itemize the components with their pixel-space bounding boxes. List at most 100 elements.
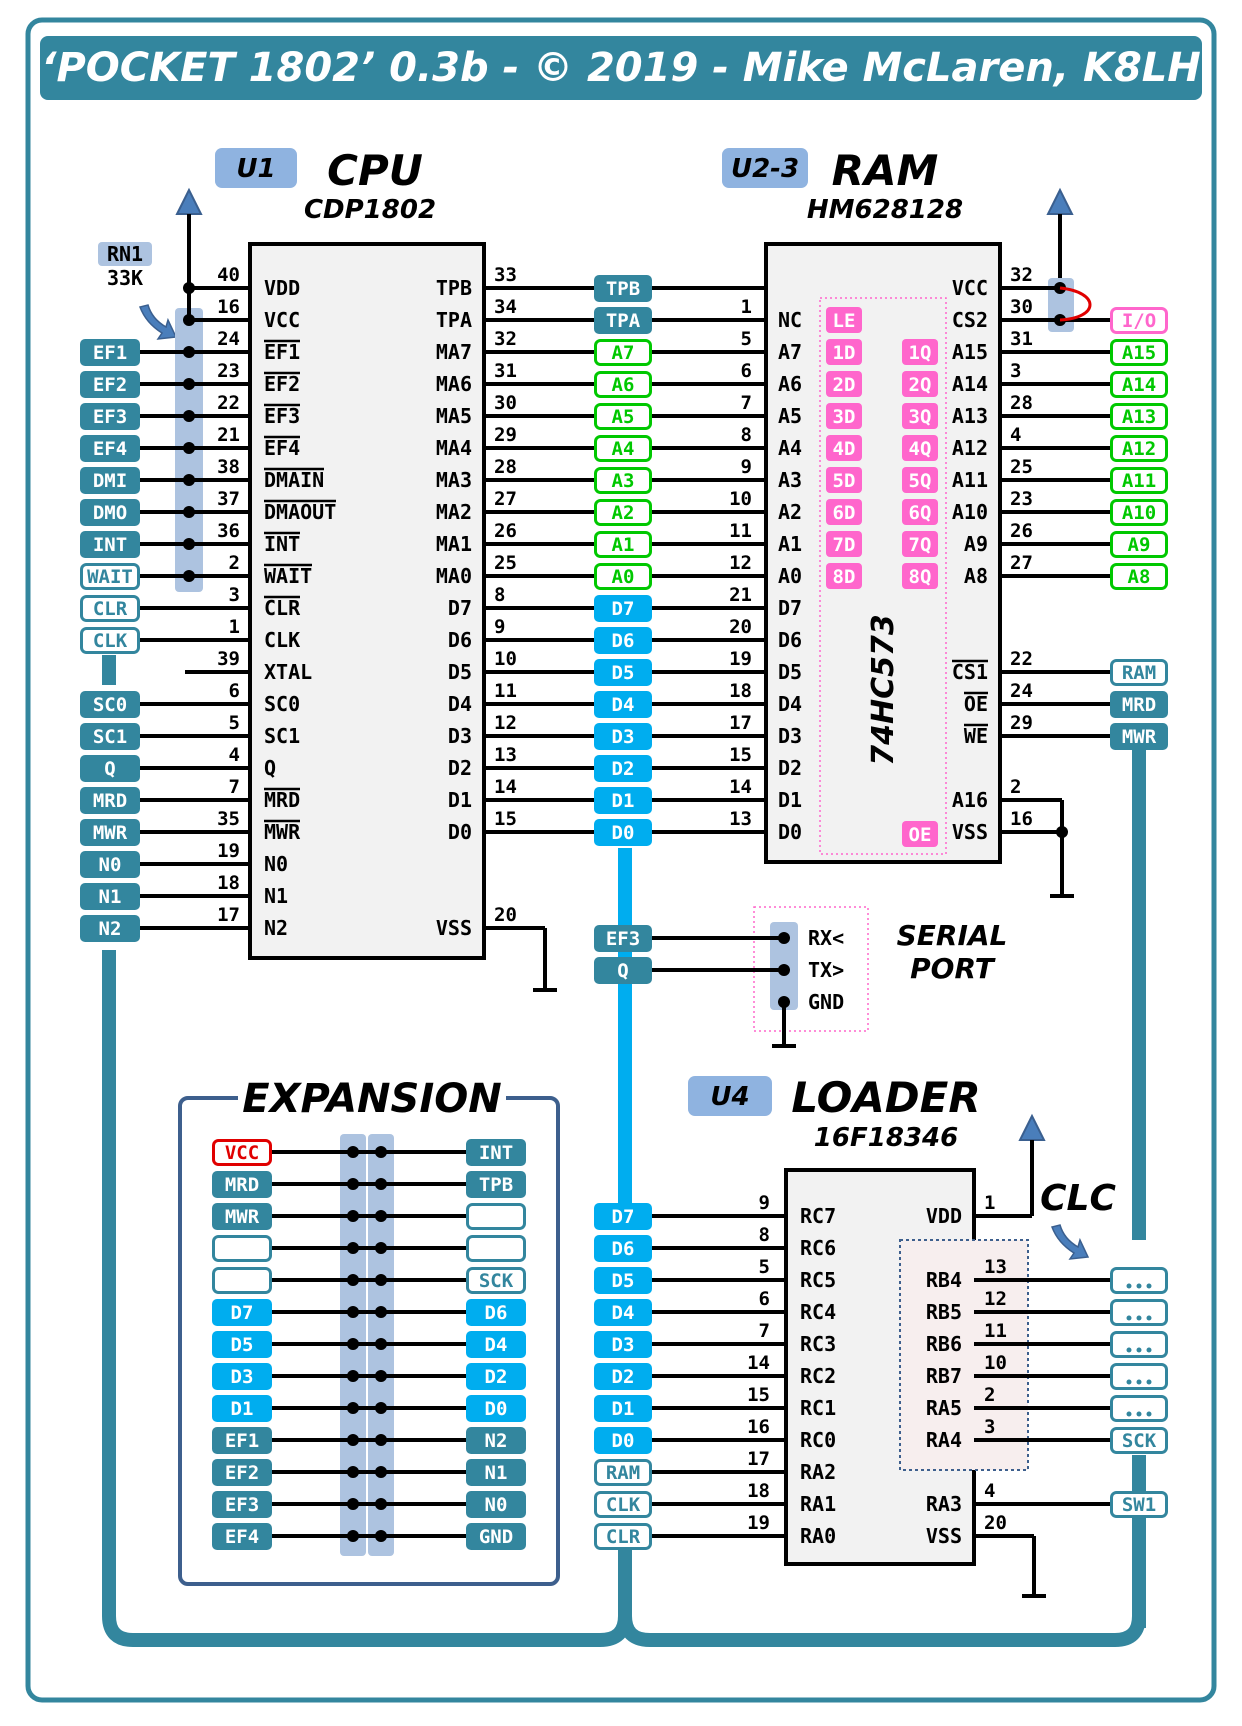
net-tag-box [212,1331,272,1358]
net-tag-sc0: SC0 [80,691,140,718]
net-tag-box [594,1267,652,1294]
latch-pin-label: 7D [833,534,856,556]
pin-label: A1 [778,532,802,556]
serial-pin-dot [778,964,790,976]
ram-vcc-arrow-icon [1046,187,1074,215]
bus-tag-a5: A5 [594,403,652,430]
pin-number: 29 [1010,712,1033,734]
latch-pin-box [902,371,938,397]
expansion-pin-dot [347,1306,359,1318]
net-tag-label: D7 [612,598,635,620]
net-tag-box [594,467,652,494]
pin-label: MRD [264,788,300,812]
cpu-badge [215,148,297,188]
pin-number: 12 [984,1288,1007,1310]
ellipsis-dot [1136,1411,1142,1417]
net-tag-box [594,723,652,750]
pin-label: D4 [778,692,802,716]
pin-label: A3 [778,468,802,492]
net-tag-label: D3 [612,726,635,748]
loader-net-tag-spare [1110,1331,1168,1358]
expansion-pin-dot [375,1530,387,1542]
pin-label: A7 [778,340,802,364]
net-tag-mwr: MWR [1110,723,1168,750]
pin-number: 14 [747,1352,770,1374]
net-tag-label: CLR [93,598,128,620]
net-tag-ef1: EF1 [80,339,140,366]
net-tag-clk: CLK [80,627,140,654]
net-tag-label: D7 [612,1206,635,1228]
latch-pin-box [826,307,862,333]
expansion-left-tag: D3 [212,1363,272,1390]
expansion-pin-dot [347,1402,359,1414]
expansion-pin-dot [347,1370,359,1382]
net-tag-box [466,1267,526,1294]
pin-label: N0 [264,852,288,876]
net-tag-box [212,1267,272,1294]
net-tag-label: EF4 [225,1526,259,1548]
pin-label: D2 [778,756,802,780]
bus-tag-d5: D5 [594,659,652,686]
net-tag-box [1110,691,1168,718]
pin-number: 9 [741,456,752,478]
pin-number: 11 [729,520,752,542]
net-tag-label: D0 [612,822,635,844]
expansion-pin-dot [375,1498,387,1510]
pin-label: D2 [448,756,472,780]
outer-frame [25,17,1217,1703]
net-tag-label: D2 [485,1366,508,1388]
net-tag-label: D4 [612,1302,635,1324]
expansion-pin-dot [375,1402,387,1414]
latch-pin-box [826,435,862,461]
net-tag-label: A0 [612,566,635,588]
latch-pin-label: 8Q [909,566,932,588]
pin-number: 15 [747,1384,770,1406]
latch-pin-label: 2D [833,374,856,396]
pin-number: 40 [217,264,240,286]
pin-number: 5 [229,712,240,734]
net-tag-label: A8 [1128,566,1151,588]
pin-number: 28 [494,456,517,478]
expansion-left-tag [212,1267,272,1294]
pin-label: CLR [264,596,301,620]
pin-number: 32 [1010,264,1033,286]
expansion-pin-dot [375,1338,387,1350]
pin-number: 7 [741,392,752,414]
pin-label: D0 [778,820,802,844]
net-tag-box [594,925,652,952]
expansion-right-tag: N2 [466,1427,526,1454]
pin-label: EF3 [264,404,300,428]
net-tag-box [1110,1267,1168,1294]
pin-label: D4 [448,692,472,716]
rn1-badge [98,242,152,266]
pin-label: RC5 [800,1268,836,1292]
loader-net-tag-spare [1110,1267,1168,1294]
latch-pin-box [826,467,862,493]
bus-tag-a0: A0 [594,563,652,590]
net-tag-label: SW1 [1122,1494,1156,1516]
net-tag-box [466,1235,526,1262]
pin-number: 28 [1010,392,1033,414]
serial-net-tag-q: Q [594,957,652,984]
pin-label: RA2 [800,1460,836,1484]
pin-number: 6 [741,360,752,382]
net-tag-mrd: MRD [1110,691,1168,718]
pin-label: WE [964,724,988,748]
expansion-left-tag: EF4 [212,1523,272,1550]
net-tag-box [1110,371,1168,398]
expansion-left-tag: VCC [212,1139,272,1166]
latch-pin-label: 5D [833,470,856,492]
net-tag-box [594,1203,652,1230]
pin-label: D7 [778,596,802,620]
pin-number: 8 [741,424,752,446]
pin-label: RC0 [800,1428,836,1452]
latch-part: 74HC573 [866,614,901,766]
expansion-pin-dot [347,1146,359,1158]
bus-tag-a6: A6 [594,371,652,398]
latch-pin-box [902,403,938,429]
net-tag-a14: A14 [1110,371,1168,398]
net-tag-box [594,1491,652,1518]
net-tag-box [1110,659,1168,686]
pin-label: TPA [436,308,472,332]
